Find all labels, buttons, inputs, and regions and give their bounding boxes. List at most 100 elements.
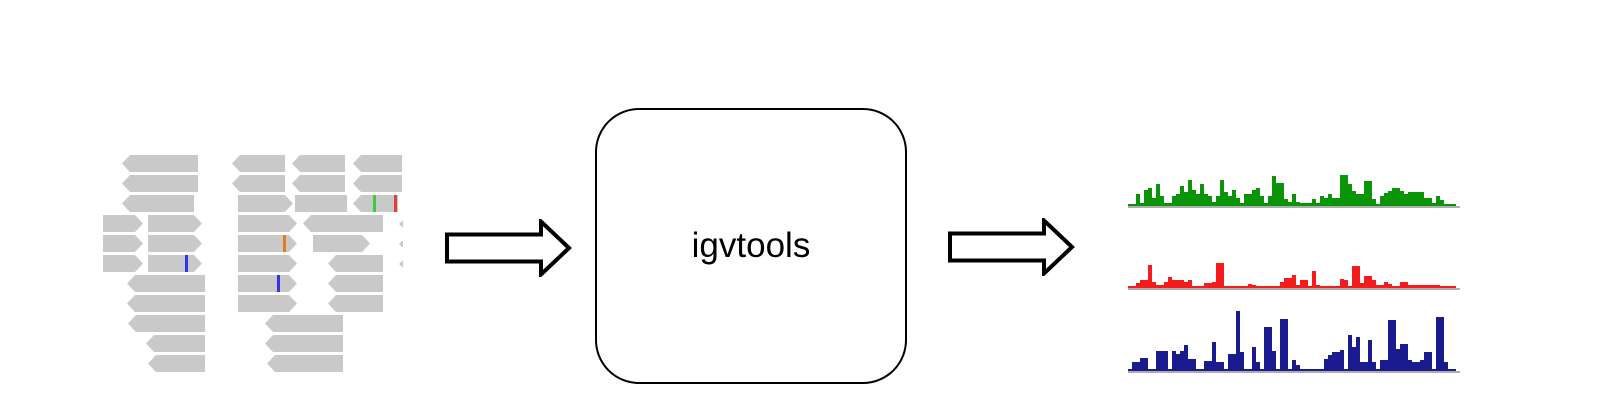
coverage-bars <box>1128 309 1456 371</box>
coverage-bar <box>1356 337 1360 371</box>
coverage-bar <box>1452 369 1456 371</box>
coverage-bar <box>1316 285 1320 288</box>
coverage-bar <box>1240 286 1244 288</box>
variant-mark-green <box>373 195 376 212</box>
sequencing-read <box>265 315 343 332</box>
coverage-bar <box>1416 192 1420 206</box>
coverage-bar <box>1136 283 1140 288</box>
read-fragment <box>399 241 403 247</box>
coverage-bar <box>1328 355 1332 371</box>
coverage-bar <box>1348 335 1352 371</box>
coverage-bar <box>1280 282 1284 288</box>
coverage-bar <box>1436 317 1440 371</box>
read-fragment <box>399 261 403 267</box>
coverage-bar <box>1344 175 1348 206</box>
coverage-bar <box>1344 280 1348 288</box>
coverage-bar <box>1136 362 1140 371</box>
coverage-bar <box>1248 284 1252 288</box>
coverage-bar <box>1348 286 1352 288</box>
coverage-bar <box>1260 286 1264 288</box>
coverage-bar <box>1352 191 1356 206</box>
coverage-bar <box>1156 184 1160 206</box>
variant-mark-blue <box>277 275 280 292</box>
coverage-bar <box>1324 198 1328 206</box>
coverage-bar <box>1168 203 1172 206</box>
coverage-bar <box>1224 286 1228 288</box>
coverage-bar <box>1412 285 1416 288</box>
coverage-bar <box>1184 192 1188 206</box>
coverage-bar <box>1440 286 1444 288</box>
coverage-bar <box>1216 263 1220 288</box>
sequencing-read <box>122 155 198 172</box>
coverage-bar <box>1328 286 1332 288</box>
coverage-bar <box>1444 362 1448 371</box>
coverage-bar <box>1372 362 1376 371</box>
coverage-bar <box>1404 194 1408 206</box>
coverage-bar <box>1272 351 1276 371</box>
coverage-bar <box>1448 204 1452 206</box>
coverage-bar <box>1320 286 1324 288</box>
coverage-bar <box>1280 183 1284 206</box>
coverage-bar <box>1416 285 1420 288</box>
track-baseline <box>1128 371 1460 373</box>
coverage-bar <box>1160 285 1164 288</box>
coverage-bar <box>1324 359 1328 371</box>
sequencing-read <box>103 215 143 232</box>
coverage-bar <box>1388 320 1392 371</box>
coverage-bar <box>1264 327 1268 371</box>
sequencing-read <box>127 275 205 292</box>
sequencing-read <box>232 175 285 192</box>
coverage-bar <box>1296 202 1300 206</box>
coverage-bar <box>1224 369 1228 371</box>
coverage-bar <box>1360 362 1364 371</box>
coverage-bar <box>1420 285 1424 288</box>
coverage-bar <box>1196 194 1200 206</box>
coverage-bar <box>1444 286 1448 288</box>
coverage-bar <box>1216 362 1220 371</box>
sequencing-read <box>127 295 205 312</box>
coverage-bar <box>1312 199 1316 206</box>
coverage-bar <box>1212 342 1216 371</box>
coverage-bar <box>1448 369 1452 371</box>
coverage-bar <box>1400 282 1404 288</box>
coverage-bar <box>1244 194 1248 206</box>
coverage-bar <box>1356 266 1360 288</box>
coverage-bar <box>1192 286 1196 288</box>
coverage-bar <box>1184 345 1188 371</box>
coverage-bar <box>1204 361 1208 371</box>
coverage-bar <box>1212 282 1216 288</box>
coverage-bar <box>1236 286 1240 288</box>
coverage-bar <box>1216 196 1220 206</box>
igvtools-box: igvtools <box>595 108 907 384</box>
coverage-bar <box>1236 198 1240 206</box>
coverage-bar <box>1204 283 1208 288</box>
coverage-bar <box>1172 351 1176 371</box>
coverage-bar <box>1364 362 1368 371</box>
coverage-bar <box>1284 319 1288 371</box>
coverage-bar <box>1196 286 1200 288</box>
coverage-bar <box>1280 319 1284 371</box>
coverage-bar <box>1164 351 1168 371</box>
coverage-bar <box>1180 280 1184 288</box>
coverage-bar <box>1380 196 1384 206</box>
coverage-bar <box>1388 284 1392 288</box>
coverage-bar <box>1372 199 1376 206</box>
sequencing-read <box>353 155 402 172</box>
coverage-bar <box>1276 369 1280 371</box>
coverage-bar <box>1256 188 1260 206</box>
coverage-bar <box>1336 286 1340 288</box>
coverage-bar <box>1208 361 1212 371</box>
coverage-bar <box>1136 194 1140 206</box>
coverage-bar <box>1368 276 1372 288</box>
coverage-bar <box>1400 344 1404 371</box>
coverage-bar <box>1152 282 1156 288</box>
coverage-bar <box>1160 196 1164 206</box>
coverage-bar <box>1300 280 1304 288</box>
coverage-bar <box>1128 204 1132 206</box>
coverage-bar <box>1140 358 1144 371</box>
coverage-bar <box>1224 192 1228 206</box>
coverage-bar <box>1172 196 1176 206</box>
sequencing-read <box>238 235 297 252</box>
coverage-bar <box>1360 283 1364 288</box>
